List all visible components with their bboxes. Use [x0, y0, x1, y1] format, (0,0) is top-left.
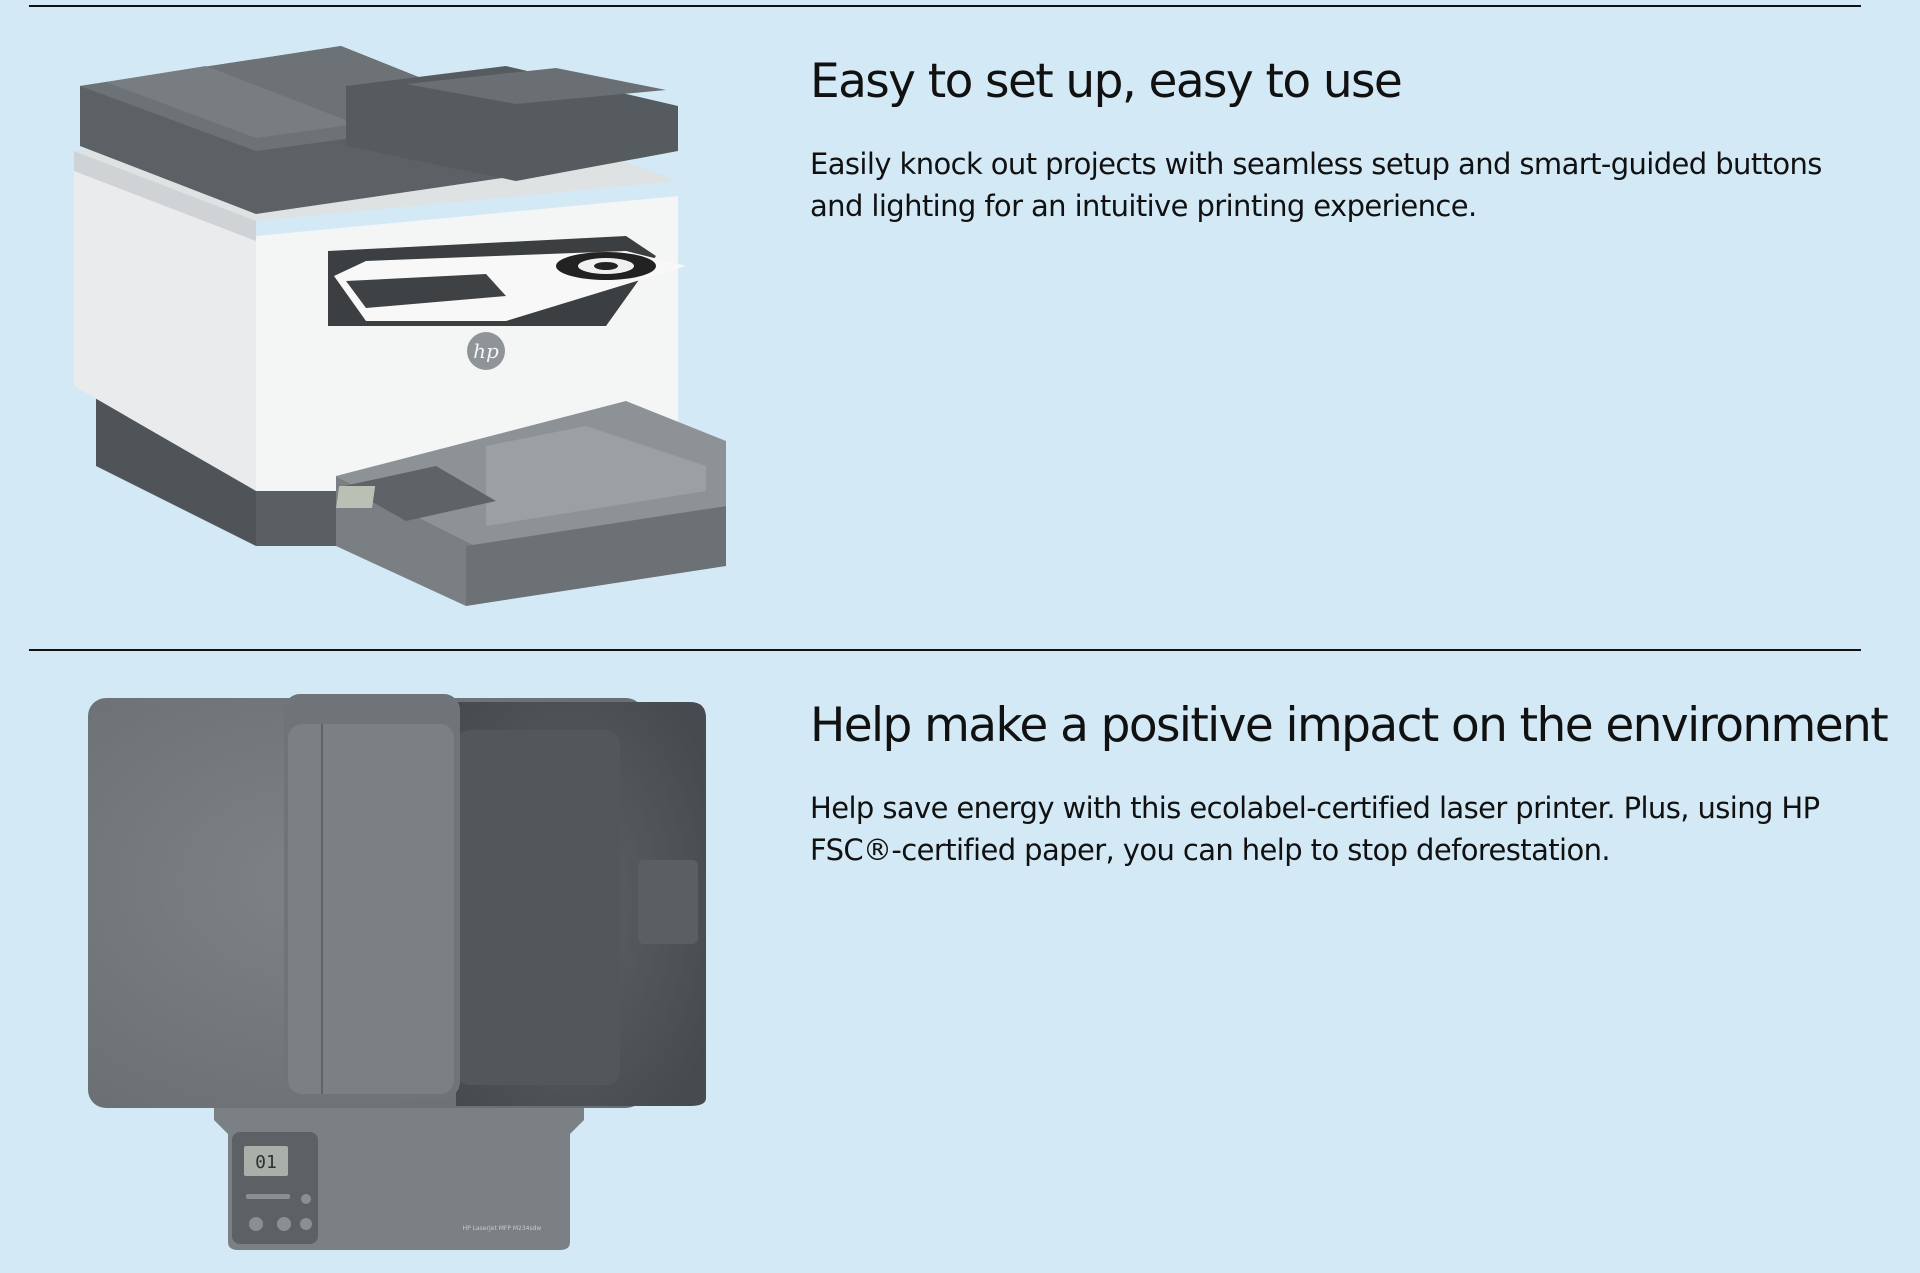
- panel-display: 01: [255, 1152, 277, 1173]
- hp-logo: hp: [473, 339, 499, 363]
- model-label: HP LaserJet MFP M234sdw: [463, 1225, 542, 1232]
- feature-title: Help make a positive impact on the envir…: [810, 698, 1889, 753]
- printer-top-view-image: 01 HP LaserJet MFP M234sdw: [88, 694, 706, 1250]
- divider-middle: [29, 649, 1861, 651]
- divider-top: [29, 5, 1861, 7]
- feature-title: Easy to set up, easy to use: [810, 54, 1403, 109]
- feature-description: Help save energy with this ecolabel-cert…: [810, 791, 1820, 867]
- printer-angled-image: hp: [74, 46, 726, 606]
- feature-description: Easily knock out projects with seamless …: [810, 147, 1822, 223]
